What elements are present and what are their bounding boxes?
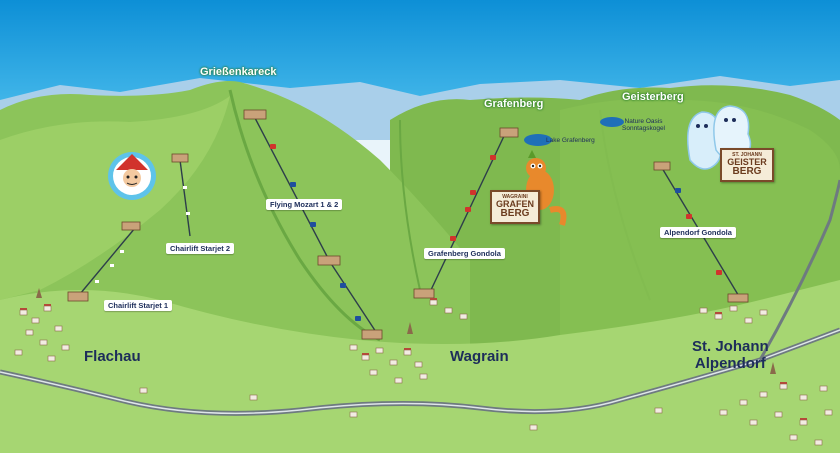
grafenberg-badge-line2: GRAFEN xyxy=(496,199,534,209)
grafenberg-mascot-icon xyxy=(526,150,567,226)
flying-mozart-2-cable xyxy=(329,261,379,336)
lift-chairlift-starjet-1[interactable]: Chairlift Starjet 1 xyxy=(104,300,173,311)
lift-flying-mozart[interactable]: Flying Mozart 1 & 2 xyxy=(266,199,343,210)
lift-grafenberg-gondola[interactable]: Grafenberg Gondola xyxy=(424,248,505,259)
side-road xyxy=(758,179,840,361)
starjet-1-cable xyxy=(74,227,136,301)
nature-oasis-line2: Sonntagskogel xyxy=(622,125,666,132)
nature-oasis-label: Nature Oasis Sonntagskogel xyxy=(622,118,665,132)
geisterberg-badge-line1: ST. JOHANN xyxy=(732,152,762,158)
geisterberg-badge-line3: BERG xyxy=(732,166,762,177)
peak-geisterberg: Geisterberg xyxy=(622,91,684,103)
lake-grafenberg-label: Lake Grafenberg xyxy=(546,137,595,144)
starjet-2-cable xyxy=(179,159,191,237)
geisterberg-badge: ST. JOHANN GEISTER BERG xyxy=(720,148,774,182)
peak-griessenkareck: Grießenkareck xyxy=(200,66,277,78)
grafenberg-badge: WAGRAINI GRAFEN BERG xyxy=(490,190,540,224)
grafenberg-badge-line3: BERG xyxy=(500,208,530,219)
town-st-johann-line1: St. Johann xyxy=(692,338,769,355)
lift-chairlift-starjet-2[interactable]: Chairlift Starjet 2 xyxy=(166,243,235,254)
town-wagrain: Wagrain xyxy=(450,348,509,365)
flachau-mascot-icon xyxy=(108,152,156,200)
peak-grafenberg: Grafenberg xyxy=(484,98,544,110)
grafenberg-cable xyxy=(429,133,506,293)
town-flachau: Flachau xyxy=(84,348,141,365)
flying-mozart-1-cable xyxy=(254,117,331,263)
town-st-johann-line2: Alpendorf xyxy=(694,355,766,372)
lift-alpendorf-gondola[interactable]: Alpendorf Gondola xyxy=(660,227,736,238)
lake-grafenberg xyxy=(524,134,552,146)
geisterberg-badge-line2: GEISTER xyxy=(727,157,767,167)
town-st-johann-alpendorf: St. Johann Alpendorf xyxy=(692,338,769,372)
nature-oasis-line1: Nature Oasis xyxy=(624,118,663,125)
grafenberg-badge-line1: WAGRAINI xyxy=(502,194,528,200)
lake-nature-oasis xyxy=(600,117,624,127)
